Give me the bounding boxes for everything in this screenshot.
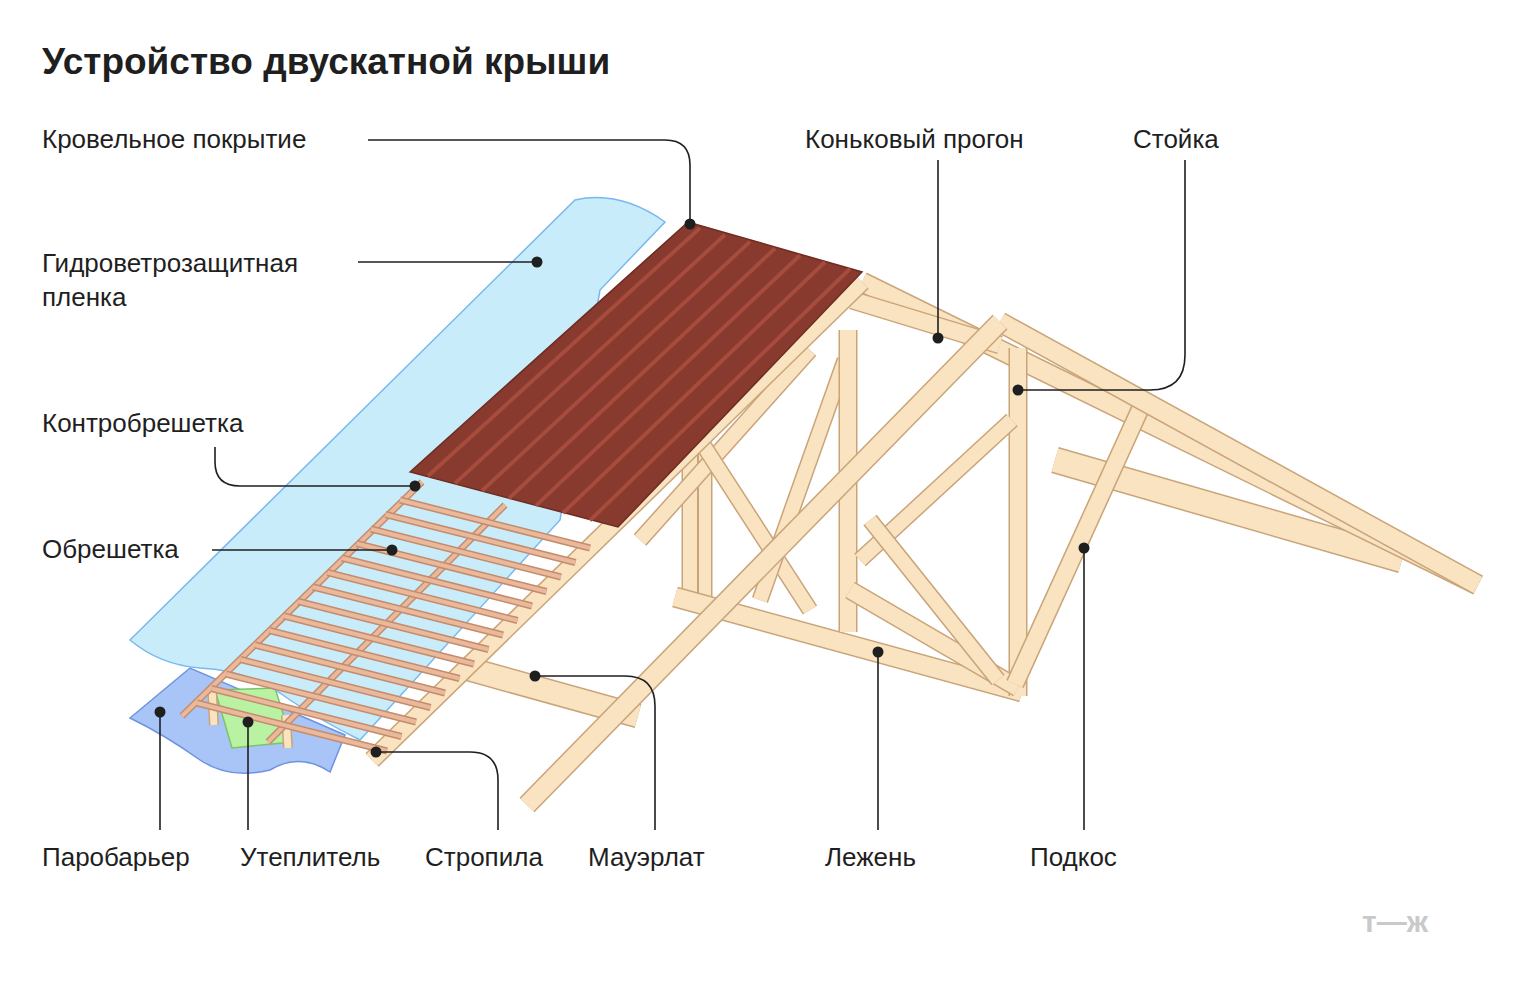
leader-dot xyxy=(873,647,884,658)
leader-line xyxy=(358,261,537,263)
timber-beam xyxy=(527,322,1000,805)
counter-batten xyxy=(268,505,505,742)
part-label: Лежень xyxy=(825,840,916,874)
leader-dot xyxy=(371,747,382,758)
watermark: т—ж xyxy=(1362,905,1428,939)
leader-line xyxy=(247,722,249,830)
part-label: Гидроветрозащитная пленка xyxy=(42,246,352,314)
timber-beam xyxy=(527,322,1000,805)
part-label: Стропила xyxy=(425,840,543,874)
leader-dot xyxy=(933,333,944,344)
leader-line xyxy=(1018,160,1185,390)
leader-line xyxy=(877,652,879,830)
leader-line xyxy=(215,447,415,486)
timber-beam xyxy=(1000,322,1478,585)
counter-batten xyxy=(268,505,505,742)
leader-line xyxy=(376,752,498,830)
batten xyxy=(197,703,387,751)
timber-beam xyxy=(1000,322,1478,585)
timber-beam xyxy=(1015,405,1142,684)
timber-beam xyxy=(870,520,998,680)
part-label: Утеплитель xyxy=(240,840,380,874)
leader-line xyxy=(535,676,655,830)
leader-dot xyxy=(685,219,696,230)
leader-line xyxy=(368,140,690,222)
leader-dot xyxy=(243,717,254,728)
leader-dot xyxy=(1013,385,1024,396)
roofing-rib xyxy=(563,262,825,513)
leader-line xyxy=(159,712,161,830)
leader-dot xyxy=(532,257,543,268)
leader-line xyxy=(937,160,939,338)
timber-beam xyxy=(870,520,998,680)
leader-dot xyxy=(410,481,421,492)
leader-dot xyxy=(530,671,541,682)
batten xyxy=(197,703,387,751)
leader-dot xyxy=(1079,543,1090,554)
roofing-rib xyxy=(590,269,850,521)
leader-dots xyxy=(155,219,1090,758)
leader-lines xyxy=(160,140,1185,830)
roofing-rib xyxy=(536,255,800,505)
roofing-rib xyxy=(428,228,700,476)
leader-dot xyxy=(387,545,398,556)
leader-line xyxy=(212,549,392,551)
diagram-title: Устройство двускатной крыши xyxy=(42,40,610,84)
leader-dot xyxy=(155,707,166,718)
part-label: Обрешетка xyxy=(42,532,179,566)
roofing-rib xyxy=(482,242,750,491)
part-label: Коньковый прогон xyxy=(805,122,1024,156)
roofing-rib xyxy=(509,248,775,498)
roofing-ribs xyxy=(428,228,850,520)
part-label: Подкос xyxy=(1030,840,1117,874)
roofing-rib xyxy=(455,235,725,484)
battens xyxy=(182,482,590,751)
timber-beam xyxy=(1015,405,1142,684)
part-label: Кровельное покрытие xyxy=(42,122,306,156)
part-label: Стойка xyxy=(1133,122,1219,156)
front-frame xyxy=(527,322,1478,805)
part-label: Паробарьер xyxy=(42,840,190,874)
leader-line xyxy=(1083,548,1085,830)
part-label: Контробрешетка xyxy=(42,406,243,440)
part-label: Мауэрлат xyxy=(588,840,705,874)
roofing-sheet xyxy=(410,222,862,527)
